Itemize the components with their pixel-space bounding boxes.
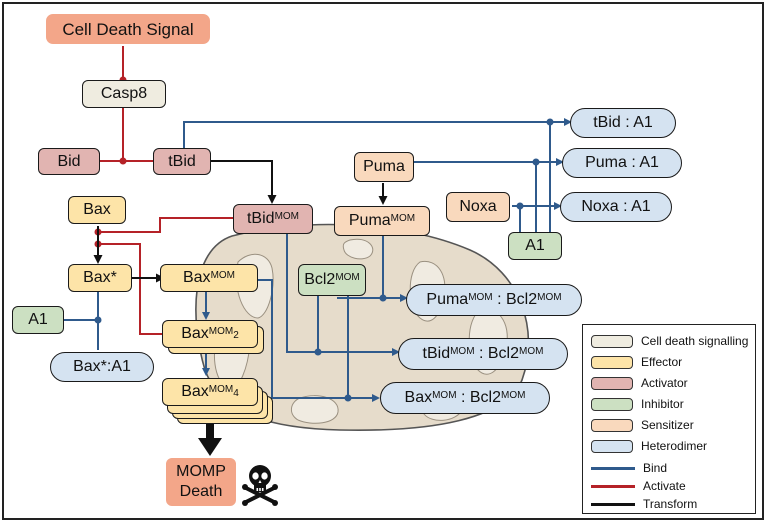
legend-swatch: [591, 397, 633, 411]
node-noxa-a1: Noxa : A1: [560, 192, 672, 222]
legend-label: Activate: [643, 479, 686, 493]
node-puma-bcl2-a-sup: MOM: [468, 292, 493, 303]
node-tbid: tBid: [153, 148, 211, 175]
node-a1-right: A1: [508, 232, 562, 260]
node-bax-label: Bax: [83, 201, 111, 218]
node-puma-bcl2-a: Puma: [426, 291, 469, 308]
legend-label: Bind: [643, 461, 668, 475]
node-noxa-label: Noxa: [459, 198, 497, 215]
node-puma-bcl2-b-sup: MOM: [537, 292, 562, 303]
node-bax: Bax: [68, 196, 126, 224]
node-tbid-bcl2-a-sup: MOM: [450, 346, 475, 357]
node-bax-star-label: Bax*: [83, 269, 117, 286]
node-bax-bcl2-a: Bax: [404, 389, 433, 406]
legend: Cell death signalling Effector Activator…: [582, 324, 756, 514]
node-bid: Bid: [38, 148, 100, 175]
node-casp8: Casp8: [82, 80, 166, 108]
node-momp-line2: Death: [179, 483, 223, 500]
legend-item-activator: Activator: [591, 376, 688, 390]
legend-swatch: [591, 418, 633, 432]
node-puma-label: Puma: [363, 158, 405, 175]
node-bax-star-a1: Bax*:A1: [50, 352, 154, 382]
node-cell-death-signal: Cell Death Signal: [46, 14, 210, 44]
node-puma-bcl2-b: : Bcl2: [492, 291, 538, 308]
node-tbid-bcl2-b-sup: MOM: [519, 346, 544, 357]
node-bax-mom2-base: Bax: [181, 325, 209, 342]
node-puma: Puma: [354, 152, 414, 182]
legend-swatch: [591, 376, 633, 390]
legend-line-bind: [591, 466, 635, 470]
node-a1-left: A1: [12, 306, 64, 334]
skull-crossbones-icon: [242, 465, 278, 506]
legend-item-heterodimer: Heterodimer: [591, 439, 707, 453]
node-bax-mom-sup: MOM: [210, 270, 236, 281]
node-bax-mom4-base: Bax: [181, 383, 209, 400]
node-tbid-bcl2-a: tBid: [422, 345, 451, 362]
node-bcl2-mom-base: Bcl2: [304, 271, 336, 288]
legend-swatch: [591, 439, 633, 453]
node-bax-bcl2-b-sup: MOM: [501, 390, 526, 401]
node-tbid-a1-label: tBid : A1: [593, 114, 653, 131]
legend-swatch: [591, 334, 633, 348]
legend-item-inhibitor: Inhibitor: [591, 397, 684, 411]
node-bax-star: Bax*: [68, 264, 132, 292]
node-cell-death-signal-label: Cell Death Signal: [62, 19, 194, 39]
node-a1-right-label: A1: [525, 237, 545, 254]
momp-arrow: [198, 424, 222, 456]
legend-line-transform: [591, 502, 635, 506]
legend-item-activate: Activate: [591, 479, 686, 493]
node-noxa: Noxa: [446, 192, 510, 222]
legend-label: Transform: [643, 497, 698, 511]
node-noxa-a1-label: Noxa : A1: [581, 198, 651, 215]
node-puma-a1-label: Puma : A1: [585, 154, 659, 171]
node-bax-mom2-sup: MOM: [208, 326, 234, 337]
node-tbid-bcl2-b: : Bcl2: [474, 345, 520, 362]
node-bax-mom4-sub: 4: [233, 388, 239, 399]
legend-label: Effector: [641, 355, 683, 369]
legend-item-bind: Bind: [591, 461, 667, 475]
node-momp-line1: MOMP: [176, 463, 226, 480]
node-bax-bcl2-a-sup: MOM: [432, 390, 457, 401]
transform-lines: [93, 160, 388, 283]
node-puma-mom-sup: MOM: [390, 213, 416, 224]
node-a1-left-label: A1: [28, 311, 48, 328]
node-bax-mom4-sup: MOM: [208, 384, 234, 395]
node-casp8-label: Casp8: [100, 85, 148, 102]
node-bid-label: Bid: [57, 152, 81, 170]
node-bax-mom2-sub: 2: [233, 330, 239, 341]
bind-dots: [94, 118, 554, 402]
legend-item-effector: Effector: [591, 355, 682, 369]
node-bax-mom-base: Bax: [182, 269, 211, 286]
legend-swatch: [591, 355, 633, 369]
node-tbid-a1: tBid : A1: [570, 108, 676, 138]
legend-item-sensitizer: Sensitizer: [591, 418, 694, 432]
node-bcl2-mom-sup: MOM: [335, 272, 360, 283]
legend-label: Inhibitor: [641, 397, 684, 411]
legend-item-cell-death-signalling: Cell death signalling: [591, 334, 748, 348]
node-bax-bcl2-b: : Bcl2: [456, 389, 502, 406]
node-tbid-mom-base: tBid: [246, 210, 275, 227]
node-bax-star-a1-label: Bax*:A1: [73, 358, 131, 375]
node-puma-mom-base: Puma: [348, 212, 391, 229]
legend-label: Activator: [641, 376, 688, 390]
legend-label: Sensitizer: [641, 418, 694, 432]
legend-label: Heterodimer: [641, 439, 708, 453]
legend-item-transform: Transform: [591, 497, 697, 511]
node-tbid-label: tBid: [168, 152, 196, 170]
node-momp-death: MOMP Death: [166, 458, 236, 506]
legend-line-activate: [591, 484, 635, 488]
node-tbid-mom-sup: MOM: [274, 211, 300, 222]
node-puma-a1: Puma : A1: [562, 148, 682, 178]
legend-label: Cell death signalling: [641, 334, 749, 348]
